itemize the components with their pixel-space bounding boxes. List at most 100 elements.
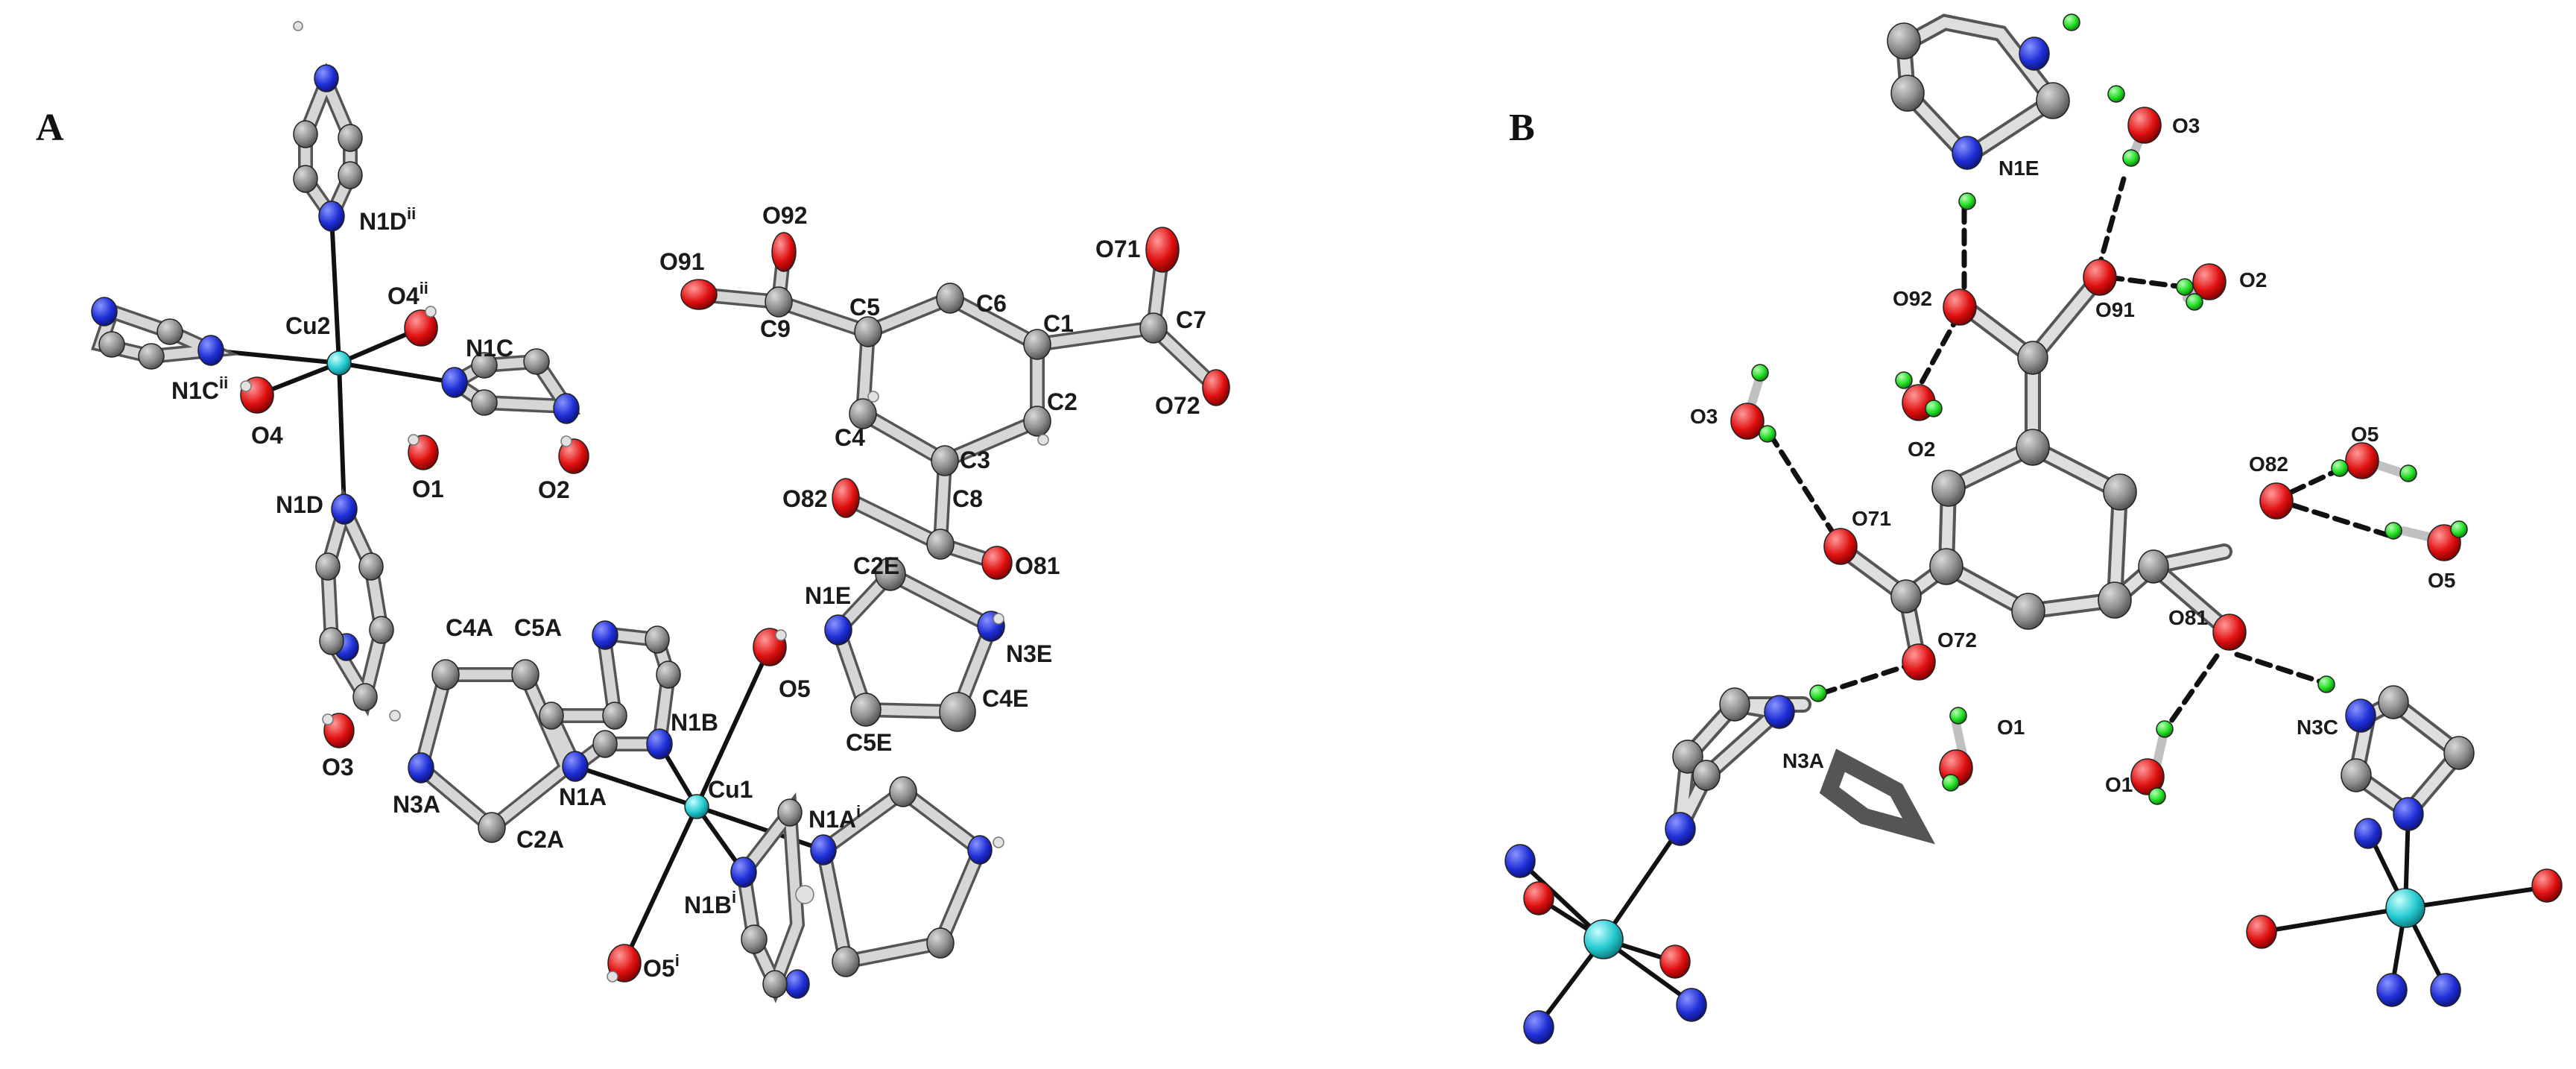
label-b-o82: O82 <box>2249 452 2288 476</box>
c2a-atom <box>478 812 506 843</box>
label-c5: C5 <box>849 294 880 321</box>
n1e-atom <box>824 614 852 646</box>
o71-atom <box>1145 227 1180 273</box>
c9-atom <box>765 286 793 318</box>
label-o3: O3 <box>322 754 354 781</box>
label-o1: O1 <box>412 476 444 502</box>
cu-right-atom <box>2385 888 2425 928</box>
o91-atom <box>680 279 718 310</box>
n1b-i-atom <box>730 857 757 888</box>
o92-atom-b <box>1943 288 1977 326</box>
label-b-o81: O81 <box>2168 606 2208 629</box>
label-b-o1-right: O1 <box>2105 773 2133 796</box>
label-c3: C3 <box>960 447 990 473</box>
n1a-i-atom <box>810 834 837 865</box>
label-o82: O82 <box>782 485 827 512</box>
label-b-n3a: N3A <box>1782 749 1824 772</box>
label-c8: C8 <box>952 485 983 512</box>
n3a-atom-b <box>1764 695 1795 729</box>
label-b-o1-center: O1 <box>1997 716 2025 739</box>
c2-atom <box>1023 406 1051 437</box>
c5-atom <box>854 316 882 347</box>
panel-b: B <box>1504 13 2563 1044</box>
label-cu2: Cu2 <box>285 312 330 339</box>
o1-atom-b2 <box>2130 758 2165 795</box>
n1d-atom <box>331 493 358 525</box>
panel-b-atoms <box>1504 13 2563 1044</box>
c5a-atom <box>511 659 539 690</box>
label-c7: C7 <box>1176 306 1206 333</box>
label-b-o3-left: O3 <box>1690 405 1718 428</box>
cu1-atom <box>684 794 709 819</box>
label-b-n1e: N1E <box>1999 157 2039 180</box>
label-n1d-ii: N1Dii <box>359 204 416 235</box>
label-b-o92: O92 <box>1893 287 1932 310</box>
label-c6: C6 <box>976 290 1007 317</box>
panel-a-atoms <box>91 21 1230 999</box>
cu-left-atom <box>1583 919 1624 959</box>
panel-a-letter: A <box>36 107 64 149</box>
o81-atom <box>981 546 1013 580</box>
label-b-o5-bottom: O5 <box>2428 569 2455 592</box>
label-b-o5-top: O5 <box>2351 423 2379 446</box>
c3-atom <box>931 445 959 476</box>
label-b-o2-right: O2 <box>2239 268 2267 291</box>
label-c5a: C5A <box>514 614 562 641</box>
label-b-o71: O71 <box>1852 507 1891 530</box>
n1c-atom <box>441 367 468 398</box>
label-n1a: N1A <box>559 783 607 810</box>
c4-atom <box>849 398 877 429</box>
label-o2: O2 <box>538 476 570 503</box>
label-c9: C9 <box>760 315 791 342</box>
c4e-atom <box>939 692 976 732</box>
label-c2: C2 <box>1047 388 1077 415</box>
o81-atom-b <box>2212 614 2247 651</box>
o3-atom-b1 <box>2127 107 2162 144</box>
label-c2e: C2E <box>853 552 899 579</box>
c1-atom <box>1023 329 1051 360</box>
label-c2a: C2A <box>516 826 564 853</box>
label-n1c: N1C <box>466 335 513 362</box>
panel-a: A <box>36 21 1230 1003</box>
label-o92: O92 <box>762 202 807 229</box>
o3-atom-b2 <box>1730 403 1765 440</box>
label-c4: C4 <box>835 424 865 451</box>
label-n1c-ii: N1Cii <box>171 373 228 404</box>
o82-atom <box>832 478 860 518</box>
label-b-o72: O72 <box>1937 628 1977 652</box>
label-n1a-i: N1Ai <box>808 802 861 833</box>
label-o81: O81 <box>1015 552 1060 579</box>
label-o4: O4 <box>251 422 283 449</box>
n3a-atom <box>408 752 434 783</box>
label-o72: O72 <box>1155 392 1200 419</box>
n1a-atom <box>562 751 589 782</box>
label-cu1: Cu1 <box>708 776 753 803</box>
n1b-atom <box>646 728 673 760</box>
label-n1b: N1B <box>671 709 718 736</box>
label-o5-i: O5i <box>643 951 680 982</box>
c8-atom <box>926 529 955 560</box>
c5e-atom <box>850 693 882 727</box>
o72-atom <box>1202 369 1230 406</box>
panel-b-letter: B <box>1509 107 1535 149</box>
o5-atom-b1 <box>2345 442 2379 479</box>
label-o91: O91 <box>659 248 704 275</box>
label-c4e: C4E <box>982 685 1028 712</box>
c4a-atom <box>431 659 460 690</box>
label-c1: C1 <box>1043 310 1074 337</box>
label-n1e: N1E <box>805 582 851 609</box>
n3c-atom-b <box>2345 699 2376 733</box>
o71-atom-b <box>1823 528 1858 565</box>
label-c5e: C5E <box>846 729 892 756</box>
o92-atom <box>771 232 797 272</box>
o72-atom-b <box>1902 643 1936 681</box>
cu2-atom <box>326 350 352 376</box>
o91-atom-b <box>2083 259 2117 296</box>
label-o4-ii: O4ii <box>387 279 428 309</box>
o2-atom <box>558 438 589 474</box>
panel-a-bonds <box>90 62 1224 1003</box>
label-c4a: C4A <box>446 614 493 641</box>
n1c-ii-atom <box>197 335 224 366</box>
label-o5: O5 <box>779 675 811 702</box>
